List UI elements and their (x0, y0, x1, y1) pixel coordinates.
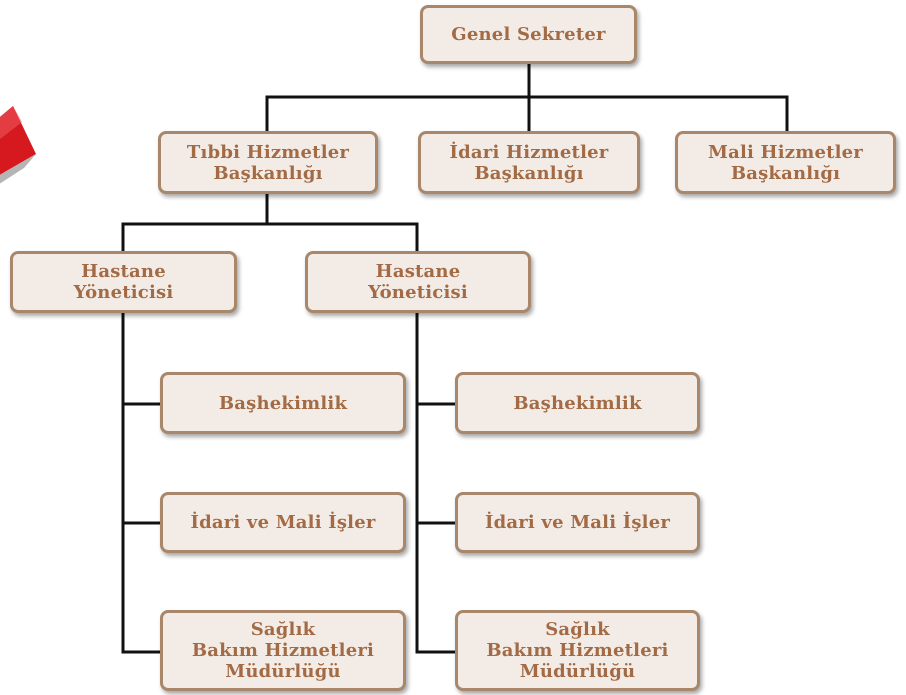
node-idari-mali-isler-1: İdari ve Mali İşler (160, 492, 406, 553)
red-page-icon (0, 106, 36, 184)
node-saglik-bakim-1: Sağlık Bakım Hizmetleri Müdürlüğü (160, 610, 406, 691)
node-tibbi-hizmetler: Tıbbi Hizmetler Başkanlığı (158, 131, 378, 194)
node-genel-sekreter: Genel Sekreter (420, 5, 637, 64)
node-idari-hizmetler: İdari Hizmetler Başkanlığı (418, 131, 640, 194)
node-hastane-yoneticisi-1: Hastane Yöneticisi (10, 251, 237, 313)
node-bashekimlik-1: Başhekimlik (160, 372, 406, 434)
node-idari-mali-isler-2: İdari ve Mali İşler (455, 492, 700, 553)
node-bashekimlik-2: Başhekimlik (455, 372, 700, 434)
node-mali-hizmetler: Mali Hizmetler Başkanlığı (675, 131, 896, 194)
node-hastane-yoneticisi-2: Hastane Yöneticisi (305, 251, 531, 313)
node-saglik-bakim-2: Sağlık Bakım Hizmetleri Müdürlüğü (455, 610, 700, 691)
